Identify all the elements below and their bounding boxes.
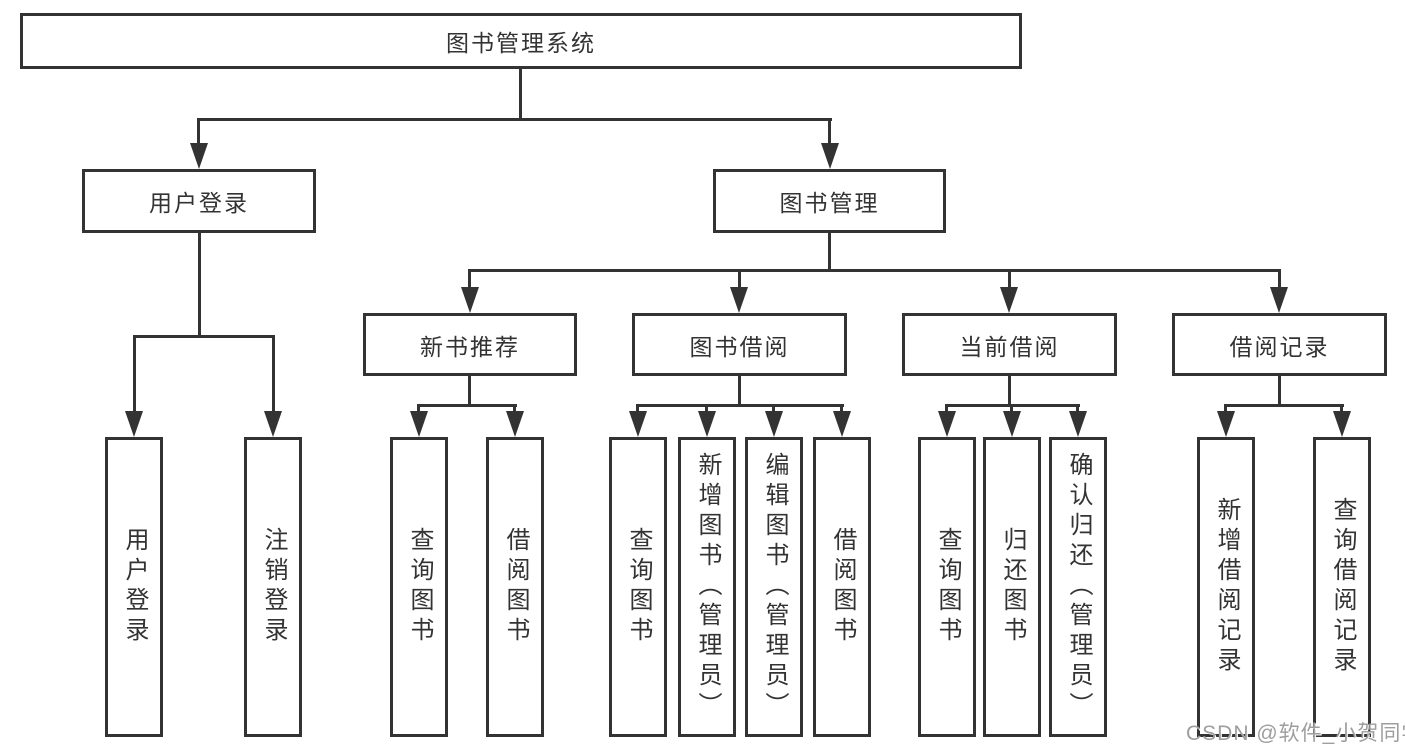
arrow-down-icon (506, 411, 524, 437)
node-label: 新书推荐 (420, 333, 520, 360)
node-book-borrow: 图书借阅 (632, 313, 847, 376)
node-label: 当前借阅 (959, 333, 1060, 360)
arrow-down-icon (629, 411, 647, 437)
node-label: 借阅图书 (829, 527, 856, 647)
arrow-down-icon (1333, 411, 1351, 437)
arrow-down-icon (1069, 411, 1087, 437)
arrow-down-icon (1217, 411, 1235, 437)
leaf-current-confirm-return-admin: 确认归还（管理员） (1049, 437, 1107, 737)
arrow-down-icon (125, 411, 143, 437)
connector-leaf-shaft (133, 335, 136, 417)
connector-leaf-shaft (272, 335, 275, 417)
leaf-records-add-record: 新增借阅记录 (1197, 437, 1255, 737)
node-label: 确认归还（管理员） (1065, 452, 1092, 722)
node-label: 查询图书 (406, 527, 433, 647)
connector-level3-shaft (1278, 269, 1281, 293)
node-label: 注销登录 (260, 527, 287, 647)
connector-records-rail (1224, 404, 1344, 407)
node-label: 查询借阅记录 (1329, 497, 1356, 677)
node-label: 归还图书 (999, 527, 1026, 647)
arrow-down-icon (190, 143, 208, 169)
arrow-down-icon (461, 287, 479, 313)
node-label: 新增图书（管理员） (694, 452, 721, 722)
leaf-recommend-query-book: 查询图书 (390, 437, 448, 737)
connector-book-management-stem (828, 233, 831, 272)
node-label: 图书借阅 (689, 333, 790, 360)
connector-level2-rail (197, 118, 832, 121)
connector-level3-shaft (1008, 269, 1011, 293)
connector-current-stem (1008, 376, 1011, 407)
node-label: 用户登录 (121, 527, 148, 647)
node-label: 编辑图书（管理员） (761, 452, 788, 722)
arrow-down-icon (938, 411, 956, 437)
connector-level3-shaft (738, 269, 741, 293)
connector-level3-rail (468, 269, 1281, 272)
leaf-current-return-book: 归还图书 (983, 437, 1041, 737)
node-label: 查询图书 (625, 527, 652, 647)
arrow-down-icon (833, 411, 851, 437)
node-borrow-records: 借阅记录 (1172, 313, 1387, 376)
arrow-down-icon (264, 411, 282, 437)
connector-borrow-stem (738, 376, 741, 407)
node-current-borrow: 当前借阅 (902, 313, 1117, 376)
leaf-borrow-query-book: 查询图书 (609, 437, 667, 737)
connector-recommend-stem (468, 376, 471, 407)
arrow-down-icon (765, 411, 783, 437)
arrow-down-icon (1003, 411, 1021, 437)
arrow-down-icon (821, 143, 839, 169)
connector-level3-shaft (468, 269, 471, 293)
node-label: 新增借阅记录 (1213, 497, 1240, 677)
leaf-borrow-borrow-book: 借阅图书 (813, 437, 871, 737)
connector-root-stem (519, 68, 522, 121)
leaf-recommend-borrow-book: 借阅图书 (486, 437, 544, 737)
leaf-borrow-edit-book-admin: 编辑图书（管理员） (745, 437, 803, 737)
arrow-down-icon (698, 411, 716, 437)
node-user-login: 用户登录 (82, 169, 316, 233)
leaf-current-query-book: 查询图书 (918, 437, 976, 737)
leaf-records-query-record: 查询借阅记录 (1313, 437, 1371, 737)
node-label: 借阅图书 (502, 527, 529, 647)
connector-user-login-shaft (197, 118, 200, 150)
connector-book-management-shaft (828, 118, 831, 150)
node-book-management: 图书管理 (713, 169, 946, 233)
node-new-book-recommend: 新书推荐 (363, 313, 577, 376)
node-label: 借阅记录 (1229, 333, 1330, 360)
leaf-borrow-add-book-admin: 新增图书（管理员） (678, 437, 736, 737)
connector-user-login-rail (133, 335, 275, 338)
arrow-down-icon (730, 287, 748, 313)
connector-borrow-rail (636, 404, 844, 407)
leaf-user-login: 用户登录 (105, 437, 163, 737)
connector-user-login-stem (198, 233, 201, 338)
connector-recommend-rail (417, 404, 517, 407)
node-root-library-system: 图书管理系统 (20, 13, 1022, 69)
node-label: 图书管理系统 (446, 30, 596, 56)
arrow-down-icon (410, 411, 428, 437)
node-label: 用户登录 (149, 190, 249, 216)
arrow-down-icon (1000, 287, 1018, 313)
leaf-logout: 注销登录 (244, 437, 302, 737)
watermark: CSDN @软件_小贺同学 (1186, 722, 1405, 745)
node-label: 图书管理 (779, 190, 880, 216)
connector-records-stem (1278, 376, 1281, 407)
node-label: 查询图书 (934, 527, 961, 647)
arrow-down-icon (1270, 287, 1288, 313)
